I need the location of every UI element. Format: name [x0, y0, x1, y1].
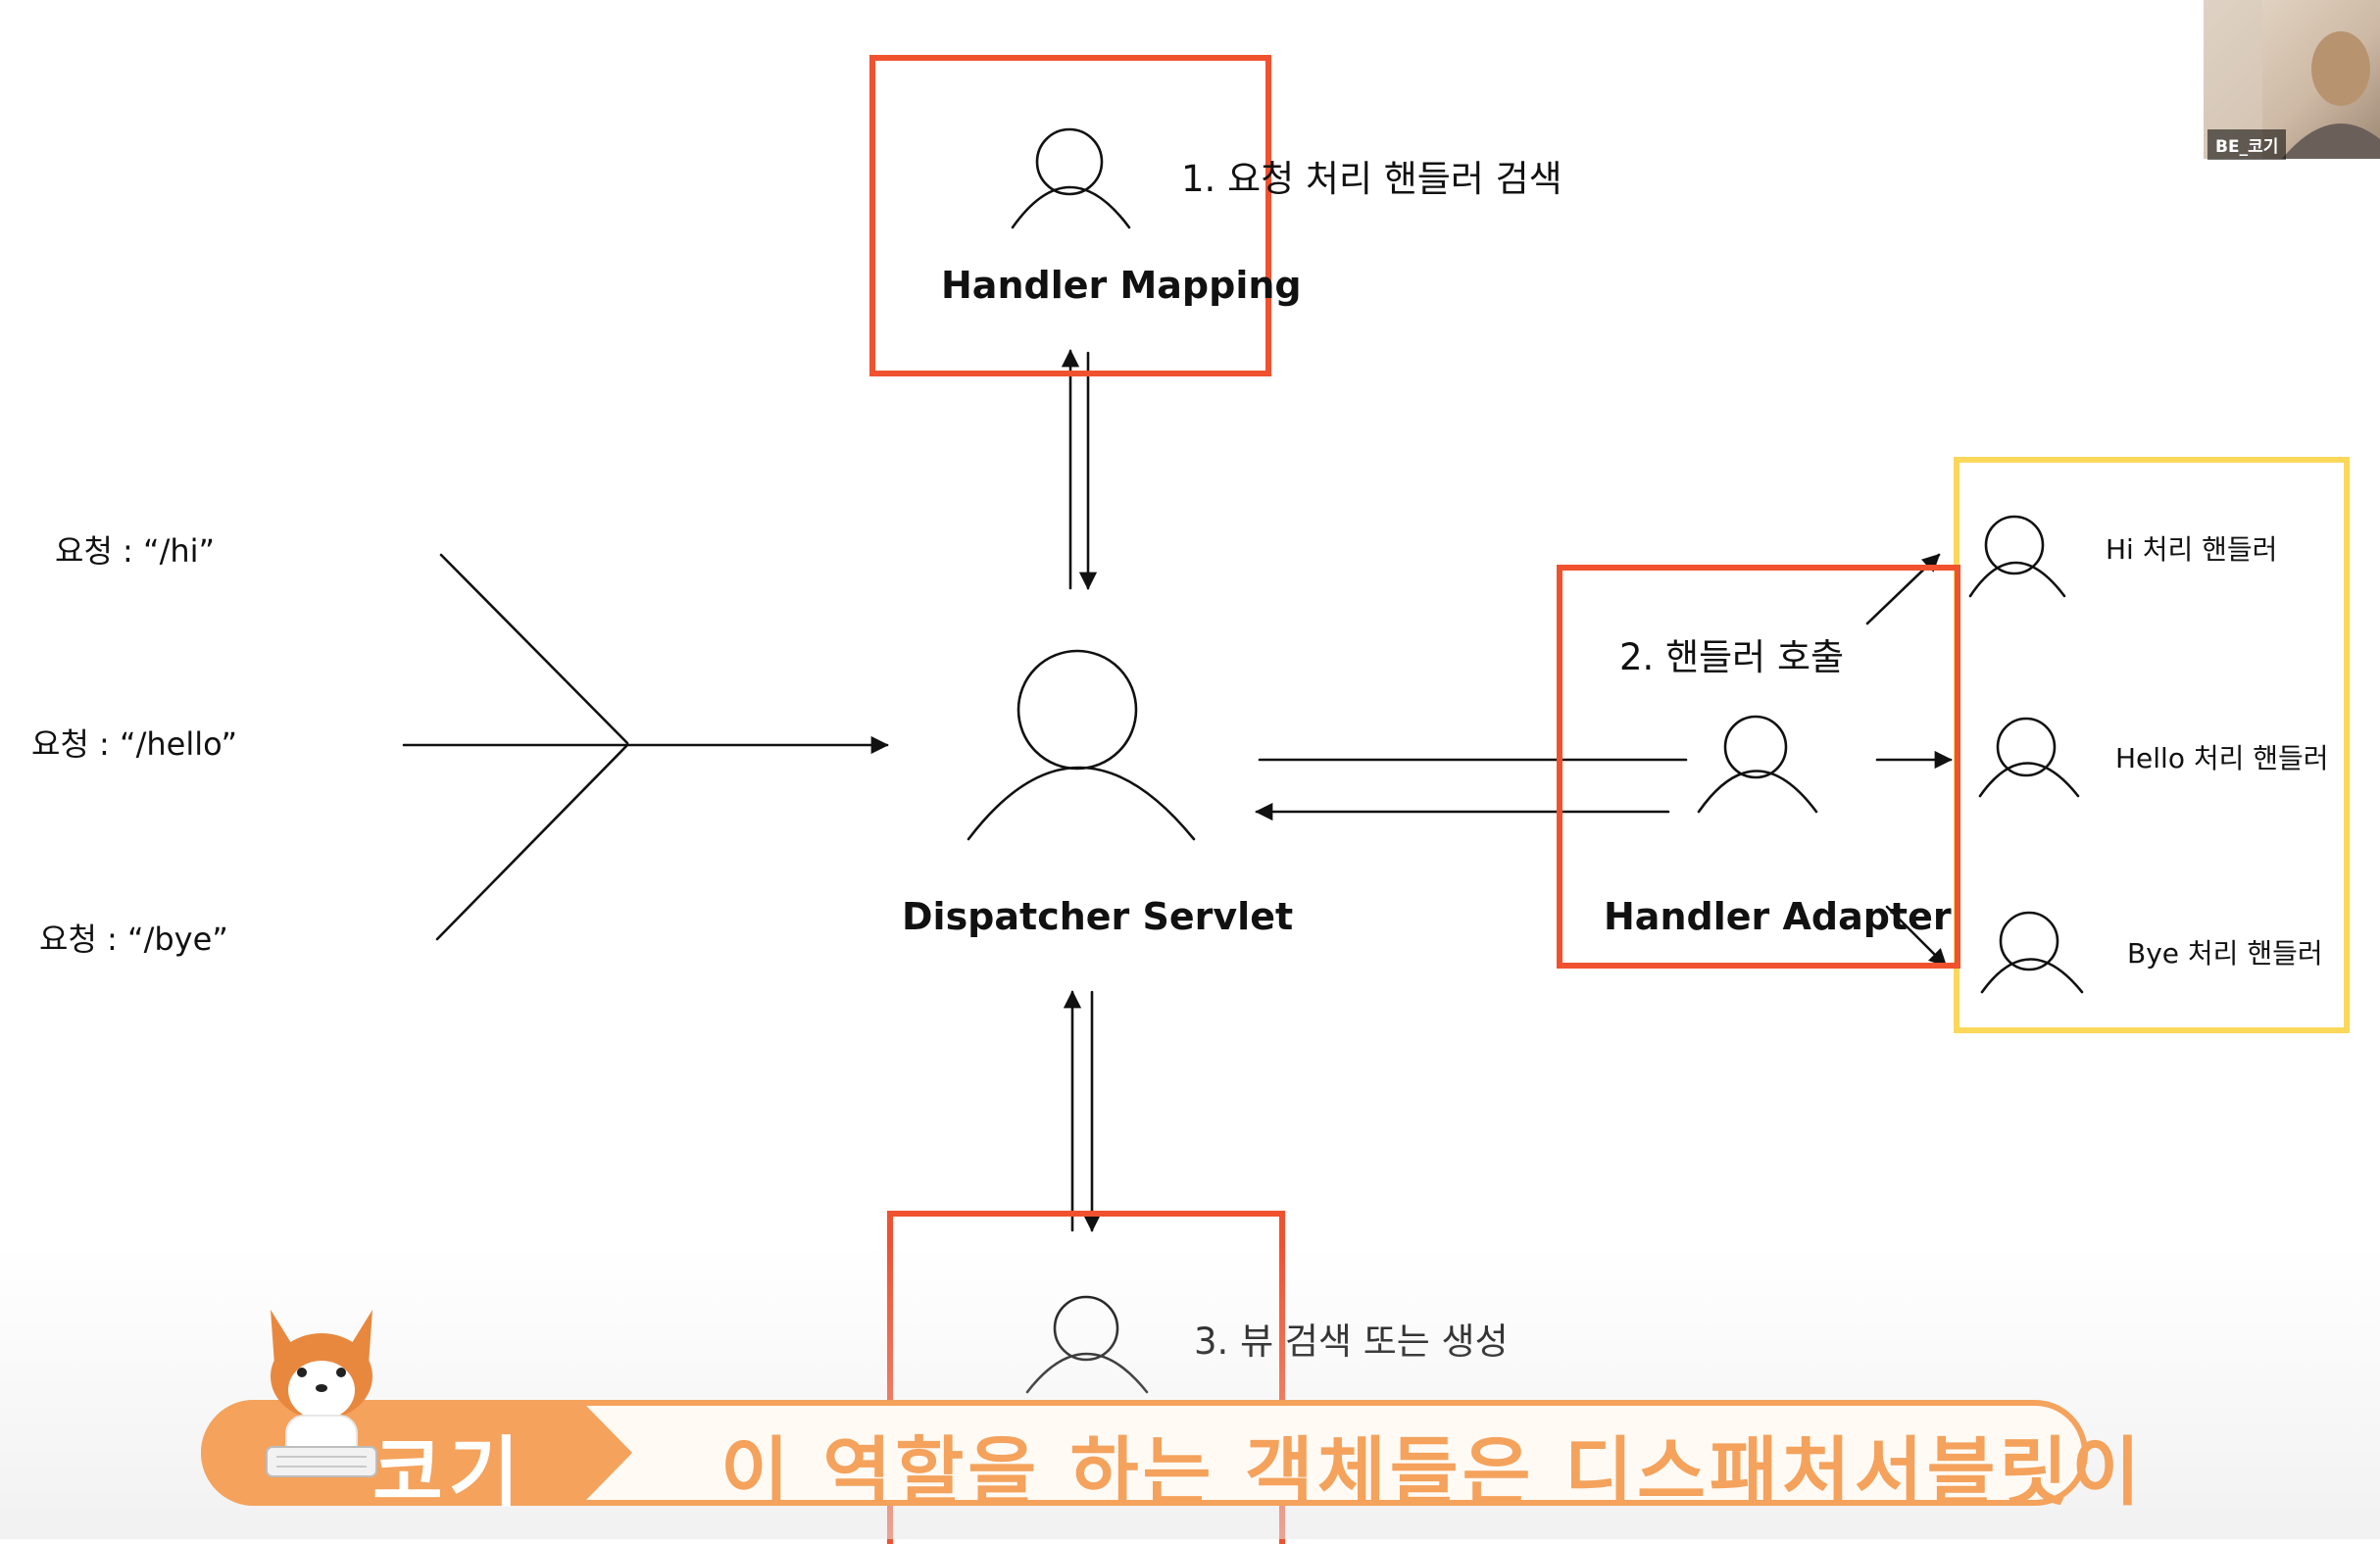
- dispatcher-servlet-label: Dispatcher Servlet: [902, 895, 1294, 938]
- hi-handler-label: Hi 처리 핸들러: [2106, 533, 2278, 566]
- request-bye-label: 요청 : “/bye”: [39, 921, 228, 958]
- request-bye-connector: [435, 743, 629, 941]
- webcam-name-tag: BE_코기: [2207, 129, 2287, 160]
- bye-handler-person-icon: [1980, 911, 2084, 994]
- handler-adapter-person-icon: [1697, 715, 1818, 814]
- handler-adapter-box: [1557, 565, 1960, 969]
- handler-mapping-person-icon: [1011, 127, 1131, 229]
- hi-handler-person-icon: [1968, 515, 2066, 598]
- speaker-name: 코기: [372, 1429, 525, 1518]
- handler-adapter-step-label: 2. 핸들러 호출: [1619, 636, 1845, 678]
- handler-mapping-step-label: 1. 요청 처리 핸들러 검색: [1181, 158, 1562, 200]
- hello-handler-person-icon: [1978, 717, 2080, 798]
- request-hello-label: 요청 : “/hello”: [31, 725, 238, 763]
- view-step-label: 3. 뷰 검색 또는 생성: [1194, 1320, 1509, 1363]
- request-hi-connector: [439, 553, 629, 745]
- request-hi-label: 요청 : “/hi”: [55, 532, 216, 570]
- handler-adapter-label: Handler Adapter: [1604, 895, 1952, 938]
- bye-handler-label: Bye 처리 핸들러: [2127, 937, 2323, 970]
- handler-mapping-label: Handler Mapping: [941, 264, 1302, 307]
- subtitle-text: 이 역할을 하는 객체들은 디스패처서블릿이: [720, 1428, 2145, 1516]
- handler-mapping-box: [869, 55, 1271, 376]
- dispatcher-person-icon: [967, 649, 1196, 841]
- hello-handler-label: Hello 처리 핸들러: [2115, 742, 2329, 774]
- adapter-to-bye-handler-arrow: [1885, 905, 1948, 968]
- corgi-mascot-icon: [266, 1310, 377, 1477]
